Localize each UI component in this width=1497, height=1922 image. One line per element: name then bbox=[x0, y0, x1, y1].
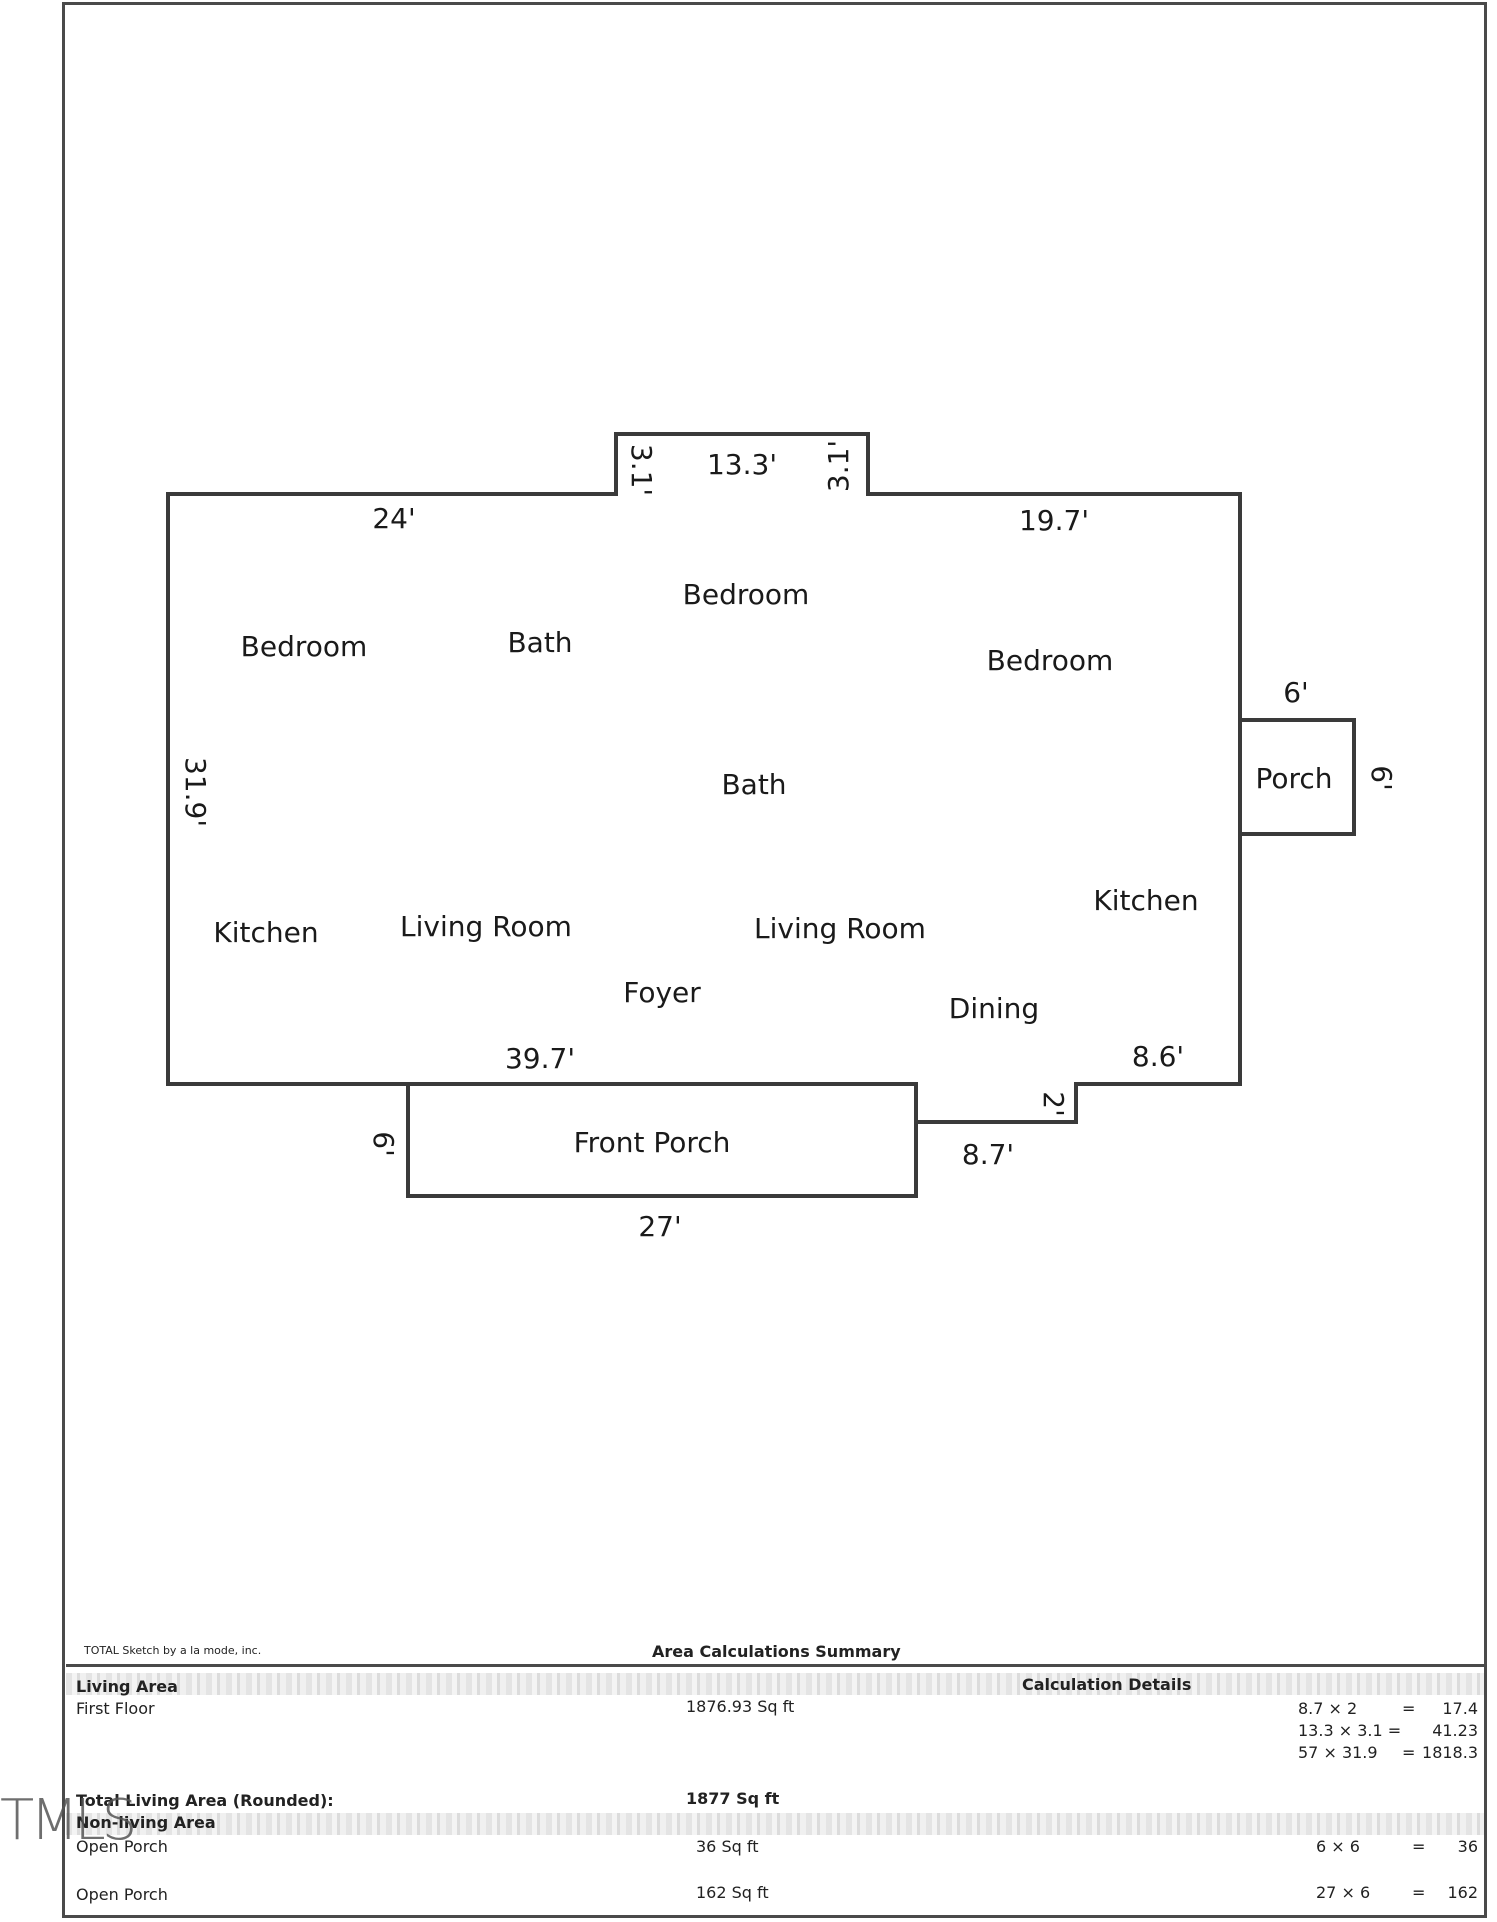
nonliving-row-label: Open Porch bbox=[76, 1837, 168, 1856]
calc-row: 27 × 6 = 162 bbox=[1316, 1883, 1478, 1902]
software-credit: TOTAL Sketch by a la mode, inc. bbox=[84, 1644, 262, 1657]
dim-top-right: 19.7' bbox=[1019, 504, 1089, 537]
calc-details-header: Calculation Details bbox=[1022, 1675, 1192, 1694]
room-bath-north: Bath bbox=[507, 626, 572, 659]
dim-bump-top: 13.3' bbox=[707, 448, 777, 481]
room-front-porch: Front Porch bbox=[574, 1126, 731, 1159]
mls-watermark: TMLS bbox=[0, 1788, 137, 1853]
dim-top-left: 24' bbox=[372, 502, 415, 535]
nonliving-row-area: 36 Sq ft bbox=[696, 1837, 759, 1856]
room-foyer: Foyer bbox=[623, 976, 701, 1009]
dim-bottom-middle: 39.7' bbox=[505, 1042, 575, 1075]
dim-porch-top: 6' bbox=[1283, 676, 1309, 709]
room-bedroom-north: Bedroom bbox=[683, 578, 810, 611]
first-floor-area: 1876.93 Sq ft bbox=[686, 1697, 795, 1716]
area-summary: Living Area Calculation Details First Fl… bbox=[66, 1664, 1484, 1919]
floor-plan: Bedroom Bath Bedroom Bedroom Bath Porch … bbox=[166, 432, 1398, 1243]
dim-notch-bottom: 8.7' bbox=[962, 1138, 1014, 1171]
living-area-header: Living Area bbox=[76, 1677, 178, 1696]
dim-porch-side: 6' bbox=[1365, 765, 1398, 791]
summary-title: Area Calculations Summary bbox=[652, 1642, 901, 1661]
dim-front-porch-bottom: 27' bbox=[638, 1210, 681, 1243]
dim-bump-left: 3.1' bbox=[625, 444, 658, 496]
room-porch-side: Porch bbox=[1255, 762, 1332, 795]
room-living-west: Living Room bbox=[400, 910, 572, 943]
nonliving-row-area: 162 Sq ft bbox=[696, 1883, 769, 1902]
room-kitchen-west: Kitchen bbox=[213, 916, 318, 949]
sketch-sheet bbox=[62, 2, 1487, 1918]
nonliving-area-header: Non-living Area bbox=[76, 1813, 216, 1832]
calc-row: 57 × 31.9 = 1818.3 bbox=[1298, 1743, 1478, 1762]
calc-row: 8.7 × 2 = 17.4 bbox=[1298, 1699, 1478, 1718]
room-dining: Dining bbox=[949, 992, 1039, 1025]
house-outline bbox=[166, 432, 1242, 1124]
dim-left-side: 31.9' bbox=[179, 757, 212, 827]
front-porch-outline bbox=[406, 1082, 918, 1198]
room-living-east: Living Room bbox=[754, 912, 926, 945]
side-porch-outline bbox=[1240, 718, 1356, 836]
total-living-label: Total Living Area (Rounded): bbox=[76, 1791, 334, 1810]
nonliving-row-label: Open Porch bbox=[76, 1885, 168, 1904]
first-floor-label: First Floor bbox=[76, 1699, 155, 1718]
calc-row: 6 × 6 = 36 bbox=[1316, 1837, 1478, 1856]
calc-row: 13.3 × 3.1 = 41.23 bbox=[1298, 1721, 1478, 1740]
total-living-value: 1877 Sq ft bbox=[686, 1789, 780, 1808]
room-bath-center: Bath bbox=[721, 768, 786, 801]
dim-notch-side: 2' bbox=[1037, 1091, 1070, 1117]
room-bedroom-west: Bedroom bbox=[241, 630, 368, 663]
dim-bump-right: 3.1' bbox=[822, 440, 855, 492]
room-kitchen-east: Kitchen bbox=[1093, 884, 1198, 917]
living-header-band bbox=[66, 1673, 1484, 1695]
room-bedroom-east: Bedroom bbox=[987, 644, 1114, 677]
dim-front-porch-side: 6' bbox=[367, 1131, 400, 1157]
dim-bottom-right: 8.6' bbox=[1132, 1040, 1184, 1073]
nonliving-header-band bbox=[66, 1813, 1484, 1835]
